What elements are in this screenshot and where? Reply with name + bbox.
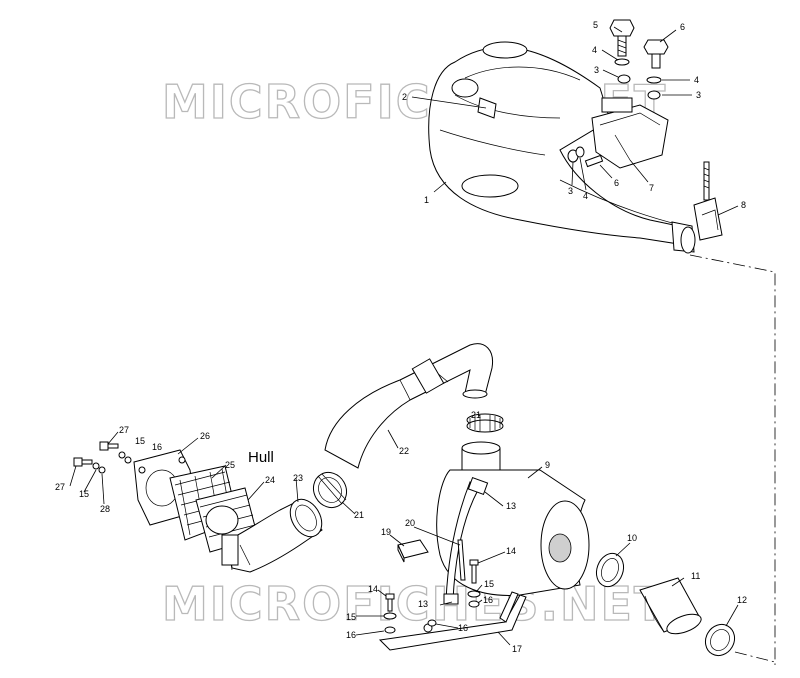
rubber-pad-19 [397, 539, 429, 563]
stud-27-bottom [73, 457, 93, 467]
washer-28-hull [98, 466, 106, 474]
callout-10: 10 [627, 533, 637, 543]
clamp-10 [595, 552, 625, 588]
callout-13: 13 [418, 599, 428, 609]
callout-7: 7 [649, 183, 654, 193]
callout-22: 22 [399, 446, 409, 456]
leader-lines [69, 26, 739, 646]
clamp-12 [704, 623, 736, 657]
washer-15-hull-bottom [92, 462, 100, 470]
washer-4-b [646, 76, 662, 84]
centerline-tail [734, 651, 776, 663]
callout-4: 4 [592, 45, 597, 55]
strap-20 [457, 539, 466, 581]
callout-24: 24 [265, 475, 275, 485]
stud-27-top [99, 441, 119, 451]
hose-clamp-21-top [466, 413, 504, 433]
tail-pipe-11 [639, 577, 702, 635]
strap-13 [443, 476, 489, 605]
callout-27: 27 [55, 482, 65, 492]
callout-17: 17 [512, 644, 522, 654]
washers-3-4-side [567, 146, 585, 163]
screw-14-left [385, 593, 395, 612]
exhaust-pipe-1 [428, 41, 696, 254]
callout-16: 16 [346, 630, 356, 640]
callout-16: 16 [458, 623, 468, 633]
washer-15-hull-top [118, 451, 126, 459]
screw-14-right [469, 559, 479, 584]
bolt-6-side [584, 154, 604, 168]
bolt-2 [477, 97, 497, 119]
outlet-elbow-23 [221, 498, 323, 573]
callout-23: 23 [293, 473, 303, 483]
washer-16-mid [427, 619, 437, 627]
callout-20: 20 [405, 518, 415, 528]
callout-6: 6 [680, 22, 685, 32]
clamp-block-7 [591, 97, 669, 169]
callout-21: 21 [354, 510, 364, 520]
washer-3-b [647, 90, 661, 100]
bolt-5 [609, 19, 635, 57]
callout-4: 4 [694, 75, 699, 85]
callout-21: 21 [471, 410, 481, 420]
callout-15: 15 [484, 579, 494, 589]
hull-label: Hull [248, 449, 274, 466]
callout-3: 3 [696, 90, 701, 100]
callout-1: 1 [424, 195, 429, 205]
callout-19: 19 [381, 527, 391, 537]
washer-15-right [467, 590, 481, 598]
callout-9: 9 [545, 460, 550, 470]
callout-25: 25 [225, 460, 235, 470]
washer-3-a [617, 74, 631, 84]
callout-28: 28 [100, 504, 110, 514]
centerline-right [689, 254, 776, 665]
exhaust-hose-22 [324, 343, 494, 469]
callout-3: 3 [594, 65, 599, 75]
callout-15: 15 [346, 612, 356, 622]
washer-15-left [383, 612, 397, 620]
callout-6: 6 [614, 178, 619, 188]
callout-8: 8 [741, 200, 746, 210]
washer-16-hull [124, 456, 132, 464]
washer-16-left [384, 626, 396, 634]
callout-13: 13 [506, 501, 516, 511]
bolt-6-top [643, 39, 669, 69]
callout-labels: 1 2 3 3 3 4 4 4 5 6 6 7 8 9 10 11 12 13 … [55, 20, 747, 654]
callout-15: 15 [79, 489, 89, 499]
callout-14: 14 [506, 546, 516, 556]
callout-27: 27 [119, 425, 129, 435]
washer-16-right [468, 600, 480, 608]
callout-4: 4 [583, 191, 588, 201]
callout-3: 3 [568, 186, 573, 196]
callout-11: 11 [691, 571, 700, 581]
callout-16: 16 [152, 442, 162, 452]
callout-14: 14 [368, 584, 378, 594]
callout-12: 12 [737, 595, 747, 605]
bracket-8 [693, 161, 723, 241]
washer-4-a [614, 58, 630, 66]
callout-16: 16 [483, 595, 493, 605]
callout-15: 15 [135, 436, 145, 446]
callout-2: 2 [402, 92, 407, 102]
watermark-bottom: MICROFICHES.NET [162, 577, 667, 631]
hose-clamp-21-left [312, 471, 348, 509]
callout-26: 26 [200, 431, 210, 441]
callout-5: 5 [593, 20, 598, 30]
